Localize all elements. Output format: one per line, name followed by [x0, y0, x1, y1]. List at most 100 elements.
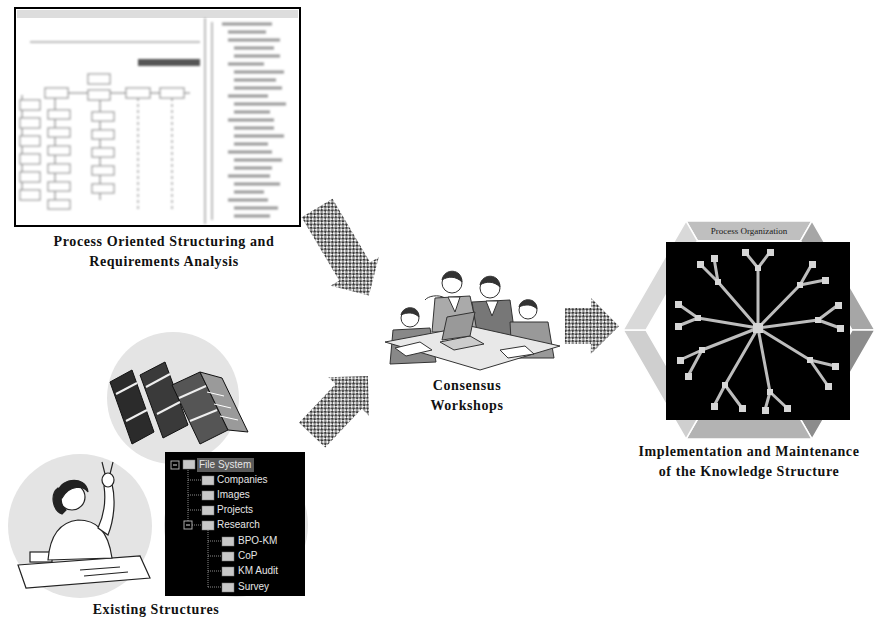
- knowledge-tree-graphic: [711, 403, 718, 410]
- knowledge-tree-graphic: [758, 264, 825, 328]
- knowledge-tree-graphic: [753, 323, 763, 333]
- knowledge-tree-graphic: [815, 317, 821, 323]
- workshop-illustration: [448, 297, 460, 312]
- person-on-phone: [102, 462, 105, 474]
- flow-arrow: [302, 199, 379, 296]
- person-on-phone: [18, 462, 150, 588]
- knowledge-tree-graphic: [680, 328, 758, 376]
- stage-caption: Consensus Workshops: [412, 376, 522, 416]
- stage-caption: Implementation and Maintenance of the Kn…: [631, 442, 867, 482]
- knowledge-tree-graphic: [722, 382, 728, 388]
- knowledge-tree-graphic: [835, 302, 842, 309]
- knowledge-tree-graphic: [742, 249, 749, 256]
- workshop-illustration: [519, 300, 537, 309]
- folder-tree-panel: [208, 541, 221, 542]
- books-icon: [146, 374, 170, 387]
- knowledge-tree-graphic: [699, 347, 705, 353]
- person-on-phone: [80, 567, 120, 570]
- folder-tree-panel: [186, 525, 190, 526]
- books-icon: [179, 386, 206, 398]
- process-screenshot: [22, 95, 23, 200]
- process-screenshot: [92, 166, 114, 175]
- flow-arrow: [299, 376, 369, 447]
- process-screenshot: [20, 18, 286, 224]
- process-screenshot: [20, 154, 40, 164]
- process-screenshot: [45, 88, 68, 98]
- knowledge-hexagon: [686, 221, 812, 241]
- folder-tree-panel: [197, 458, 254, 472]
- folder-tree-panel: [188, 495, 201, 496]
- process-screenshot: [88, 74, 110, 84]
- knowledge-tree-graphic: [677, 357, 684, 364]
- process-screenshot: [48, 200, 70, 209]
- books-icon: [126, 410, 147, 421]
- knowledge-tree-graphic: [715, 279, 721, 285]
- folder-tree-panel: [183, 460, 195, 469]
- folder-tree-panel: [188, 470, 221, 587]
- person-on-phone: [102, 473, 114, 487]
- knowledge-tree-graphic: [825, 383, 832, 390]
- process-screenshot: [92, 130, 114, 139]
- process-screenshot: [48, 164, 70, 173]
- books-icon: [200, 372, 248, 432]
- process-screenshot: [48, 146, 70, 155]
- workshop-illustration: [385, 271, 560, 370]
- folder-tree-panel: [173, 465, 177, 466]
- process-screenshot: [212, 22, 213, 220]
- books-icon: [116, 383, 137, 394]
- knowledge-tree-graphic: [758, 328, 835, 386]
- workshop-illustration: [442, 312, 475, 340]
- process-screenshot: [160, 88, 184, 98]
- person-on-phone: [98, 484, 114, 535]
- process-screenshot: [172, 98, 173, 210]
- knowledge-tree-graphic: [675, 323, 682, 330]
- folder-label: Images: [217, 489, 250, 501]
- process-screenshot: [92, 148, 114, 157]
- process-screenshot: [20, 190, 40, 200]
- knowledge-tree-graphic: [755, 265, 761, 271]
- person-on-phone: [84, 572, 128, 576]
- process-screenshot: [205, 18, 206, 224]
- knowledge-tree-graphic: [809, 261, 816, 268]
- folder-tree-panel: [188, 510, 201, 511]
- knowledge-tree-graphic: [739, 405, 746, 412]
- books-icon: [116, 374, 217, 421]
- folder-tree-panel: [165, 452, 305, 596]
- books-icon: [110, 362, 248, 444]
- folder-label: CoP: [238, 550, 257, 562]
- knowledge-tree-graphic: [700, 258, 758, 328]
- process-screenshot: [138, 98, 139, 210]
- illustrated-stage: Process Oriented Structuring and Require…: [14, 6, 314, 272]
- knowledge-tree-graphic: [675, 249, 844, 414]
- process-screenshot: [222, 24, 286, 216]
- illustrated-stage: Implementation and Maintenance of the Kn…: [622, 218, 876, 482]
- process-screenshot: [48, 110, 70, 119]
- background-circles: [164, 453, 308, 597]
- knowledge-tree-graphic: [784, 405, 791, 412]
- person-on-phone: [110, 462, 113, 474]
- knowledge-tree-graphic: [758, 305, 840, 328]
- knowledge-tree-graphic: [767, 389, 773, 395]
- knowledge-tree-graphic: [685, 373, 692, 380]
- knowledge-tree-graphic: [837, 325, 844, 332]
- background-circles: [8, 454, 152, 598]
- workshop-illustration: [500, 346, 534, 358]
- knowledge-tree-graphic: [666, 242, 850, 420]
- knowledge-tree-graphic: [762, 407, 769, 414]
- knowledge-tree-graphic: [767, 249, 774, 256]
- folder-label: KM Audit: [238, 565, 278, 577]
- band-label: Process Organization: [711, 226, 788, 237]
- folder-label: Projects: [217, 504, 253, 516]
- process-screenshot: [20, 118, 40, 128]
- knowledge-hexagon: [623, 221, 875, 439]
- folder-tree-panel: [202, 521, 214, 530]
- folder-tree-panel: [222, 567, 234, 576]
- folder-label: BPO-KM: [238, 535, 277, 547]
- folder-tree-panel: [222, 583, 234, 592]
- knowledge-tree-graphic: [758, 328, 787, 410]
- folder-tree-panel: [171, 461, 179, 469]
- process-screenshot: [30, 42, 200, 43]
- process-screenshot: [88, 90, 110, 100]
- folder-tree-panel: [202, 476, 214, 485]
